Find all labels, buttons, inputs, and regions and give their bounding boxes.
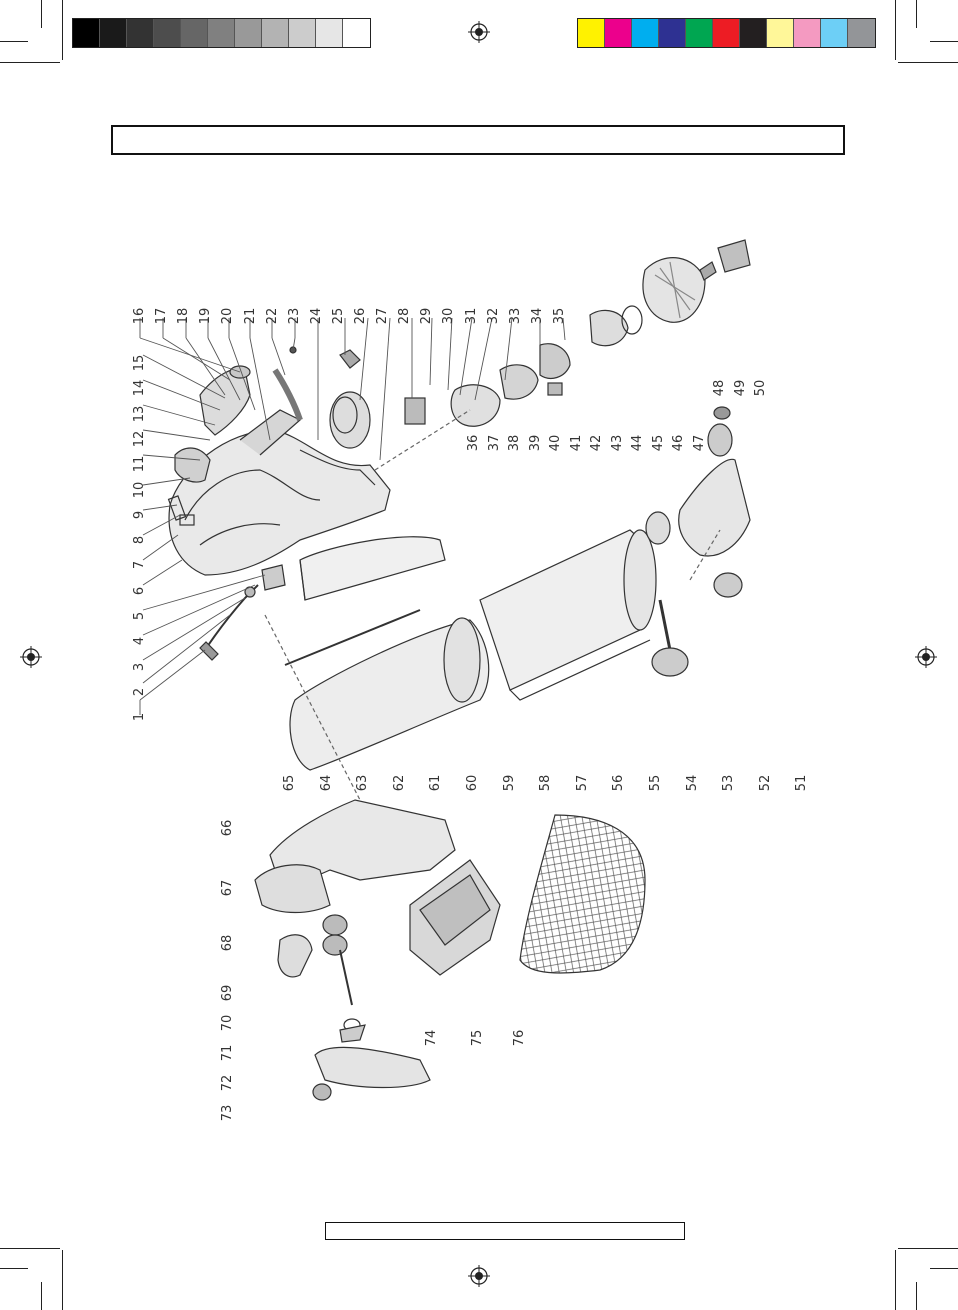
part-number-label: 17 [154,304,170,328]
part-number-label: 55 [648,771,664,795]
part-number-label: 69 [220,981,236,1005]
part-number-label: 29 [419,304,435,328]
part-number-label: 51 [794,771,810,795]
part-number-label: 12 [132,427,148,451]
part-number-label: 5 [132,604,148,628]
part-number-label: 25 [331,304,347,328]
part-number-label: 35 [552,304,568,328]
part-number-label: 59 [502,771,518,795]
part-number-label: 75 [470,1026,486,1050]
part-number-label: 13 [132,402,148,426]
part-number-label: 49 [733,376,749,400]
part-number-label: 15 [132,351,148,375]
part-number-label: 45 [651,431,667,455]
part-number-label: 54 [685,771,701,795]
part-number-label: 30 [441,304,457,328]
part-number-label: 24 [309,304,325,328]
part-number-label: 44 [630,431,646,455]
part-number-label: 33 [508,304,524,328]
part-number-label: 71 [220,1041,236,1065]
part-number-label: 68 [220,931,236,955]
part-number-label: 38 [507,431,523,455]
part-number-label: 31 [464,304,480,328]
part-number-label: 76 [512,1026,528,1050]
part-number-label: 32 [486,304,502,328]
part-number-label: 43 [610,431,626,455]
part-number-label: 26 [353,304,369,328]
part-number-label: 14 [132,376,148,400]
part-number-label: 10 [132,478,148,502]
part-number-label: 6 [132,579,148,603]
part-number-label: 1 [132,705,148,729]
part-number-label: 2 [132,680,148,704]
part-number-label: 4 [132,629,148,653]
part-number-label: 18 [176,304,192,328]
part-number-label: 42 [589,431,605,455]
part-number-label: 72 [220,1071,236,1095]
part-number-label: 73 [220,1101,236,1125]
part-number-label: 7 [132,553,148,577]
part-number-label: 58 [538,771,554,795]
part-number-label: 41 [569,431,585,455]
part-number-label: 8 [132,528,148,552]
part-number-label: 3 [132,655,148,679]
part-number-label: 19 [198,304,214,328]
part-number-label: 64 [319,771,335,795]
part-number-label: 61 [428,771,444,795]
part-number-label: 22 [265,304,281,328]
part-number-label: 40 [548,431,564,455]
part-number-label: 65 [282,771,298,795]
part-number-label: 28 [397,304,413,328]
part-number-label: 21 [243,304,259,328]
part-number-label: 62 [392,771,408,795]
part-number-label: 9 [132,503,148,527]
part-number-label: 67 [220,876,236,900]
part-number-label: 36 [466,431,482,455]
part-number-label: 50 [753,376,769,400]
part-number-label: 34 [530,304,546,328]
part-number-label: 57 [575,771,591,795]
part-number-label: 27 [375,304,391,328]
part-number-label: 23 [287,304,303,328]
part-number-label: 53 [721,771,737,795]
part-number-label: 11 [132,452,148,476]
part-number-label: 20 [220,304,236,328]
part-number-label: 37 [487,431,503,455]
part-number-label: 60 [465,771,481,795]
part-number-label: 66 [220,816,236,840]
part-number-label: 48 [712,376,728,400]
part-number-label: 56 [611,771,627,795]
part-number-label: 74 [424,1026,440,1050]
part-number-label: 16 [132,304,148,328]
part-number-label: 39 [528,431,544,455]
part-number-label: 52 [758,771,774,795]
part-number-label: 70 [220,1011,236,1035]
part-number-label: 46 [671,431,687,455]
part-number-label: 63 [355,771,371,795]
part-number-label: 47 [692,431,708,455]
